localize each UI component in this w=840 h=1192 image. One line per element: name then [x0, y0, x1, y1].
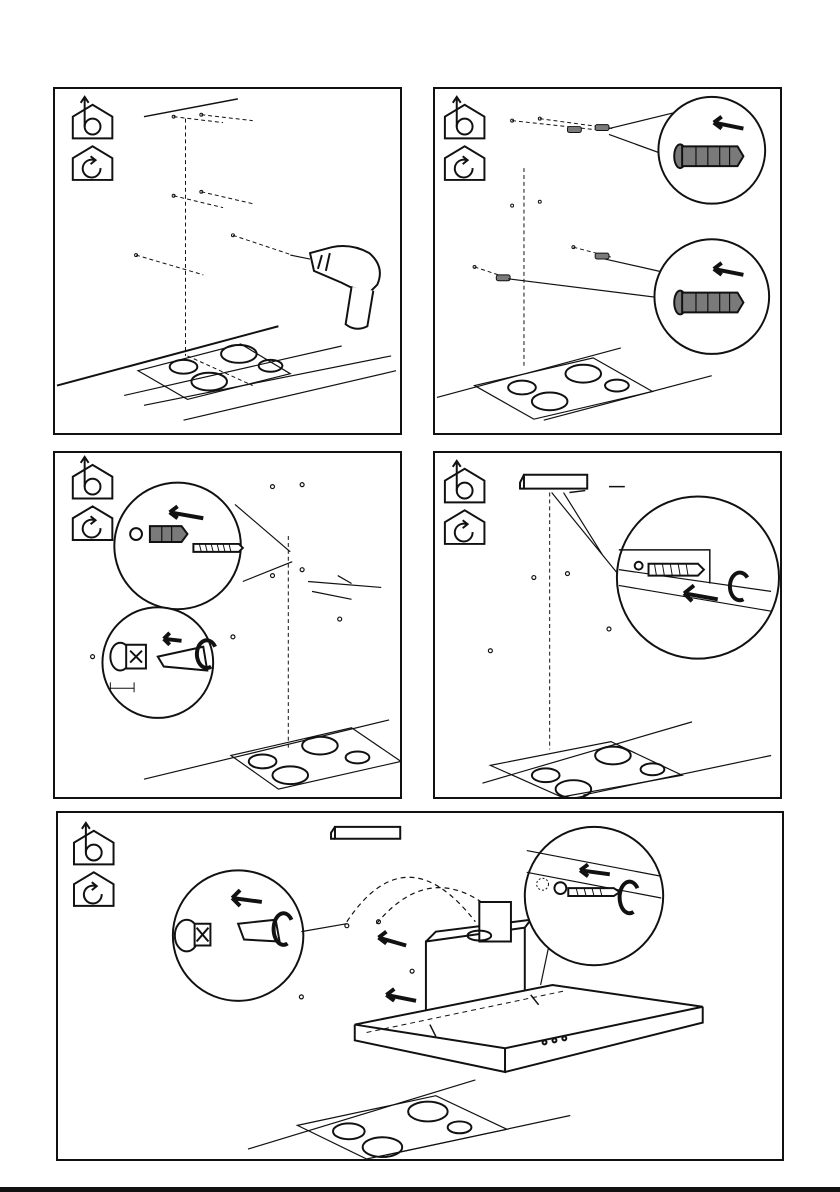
step-4-panel	[433, 451, 782, 799]
page-footer-rule	[0, 1187, 840, 1192]
ducted-exhaust-icon	[445, 97, 485, 139]
step-5-illustration	[58, 813, 782, 1159]
step-1-panel	[53, 87, 402, 435]
recirculation-icon	[73, 146, 113, 180]
recirculation-icon	[74, 872, 114, 906]
drill-icon	[290, 246, 380, 329]
ducted-exhaust-icon	[445, 461, 485, 503]
recirculation-icon	[445, 510, 485, 544]
step-4-illustration	[435, 453, 780, 797]
step-1-illustration	[55, 89, 400, 433]
ducted-exhaust-icon	[74, 823, 114, 865]
recirculation-icon	[445, 146, 485, 180]
mounting-bracket-icon	[520, 475, 587, 489]
step-2-panel	[433, 87, 782, 435]
ducted-exhaust-icon	[73, 457, 113, 499]
mounting-bracket-icon	[331, 827, 400, 839]
step-3-illustration	[55, 453, 400, 797]
step-3-panel	[53, 451, 402, 799]
recirculation-icon	[73, 506, 113, 540]
step-5-panel	[56, 811, 784, 1161]
step-2-illustration	[435, 89, 780, 433]
ducted-exhaust-icon	[73, 97, 113, 139]
screw-icon	[193, 544, 242, 552]
